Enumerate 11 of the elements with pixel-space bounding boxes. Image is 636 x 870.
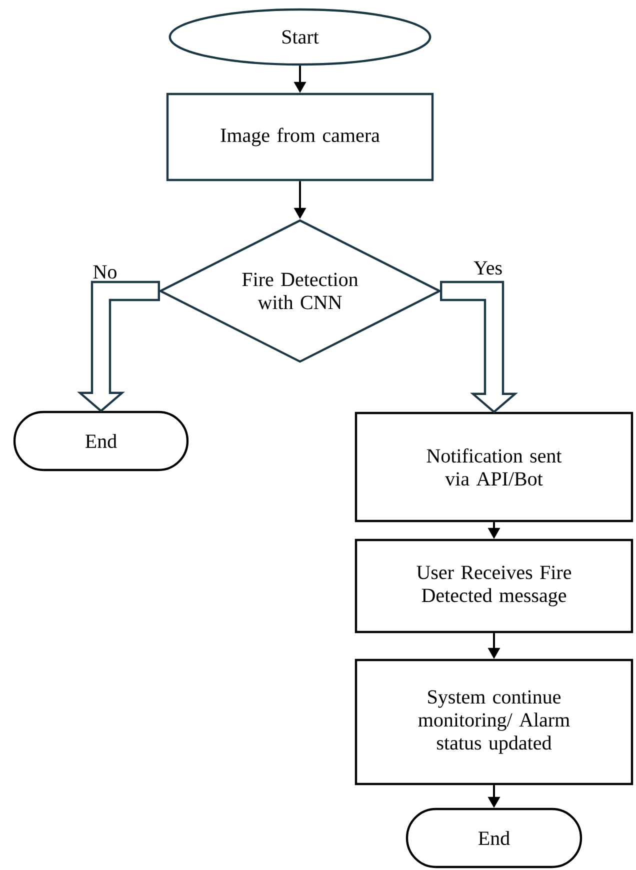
process-box: Notification sent via API/Bot (354, 412, 634, 522)
block-arrow (77, 280, 160, 412)
end-terminal: End (406, 808, 582, 868)
edge-label: Yes (472, 260, 504, 276)
start-oval: Start (168, 8, 432, 66)
edge-label: No (92, 264, 118, 280)
process-box: System continue monitoring/ Alarm status updated (354, 658, 634, 786)
process-box: User Receives Fire Detected message (354, 538, 634, 634)
end-terminal: End (13, 410, 189, 472)
process-box: Image from camera (166, 92, 434, 182)
block-arrow (440, 280, 518, 414)
